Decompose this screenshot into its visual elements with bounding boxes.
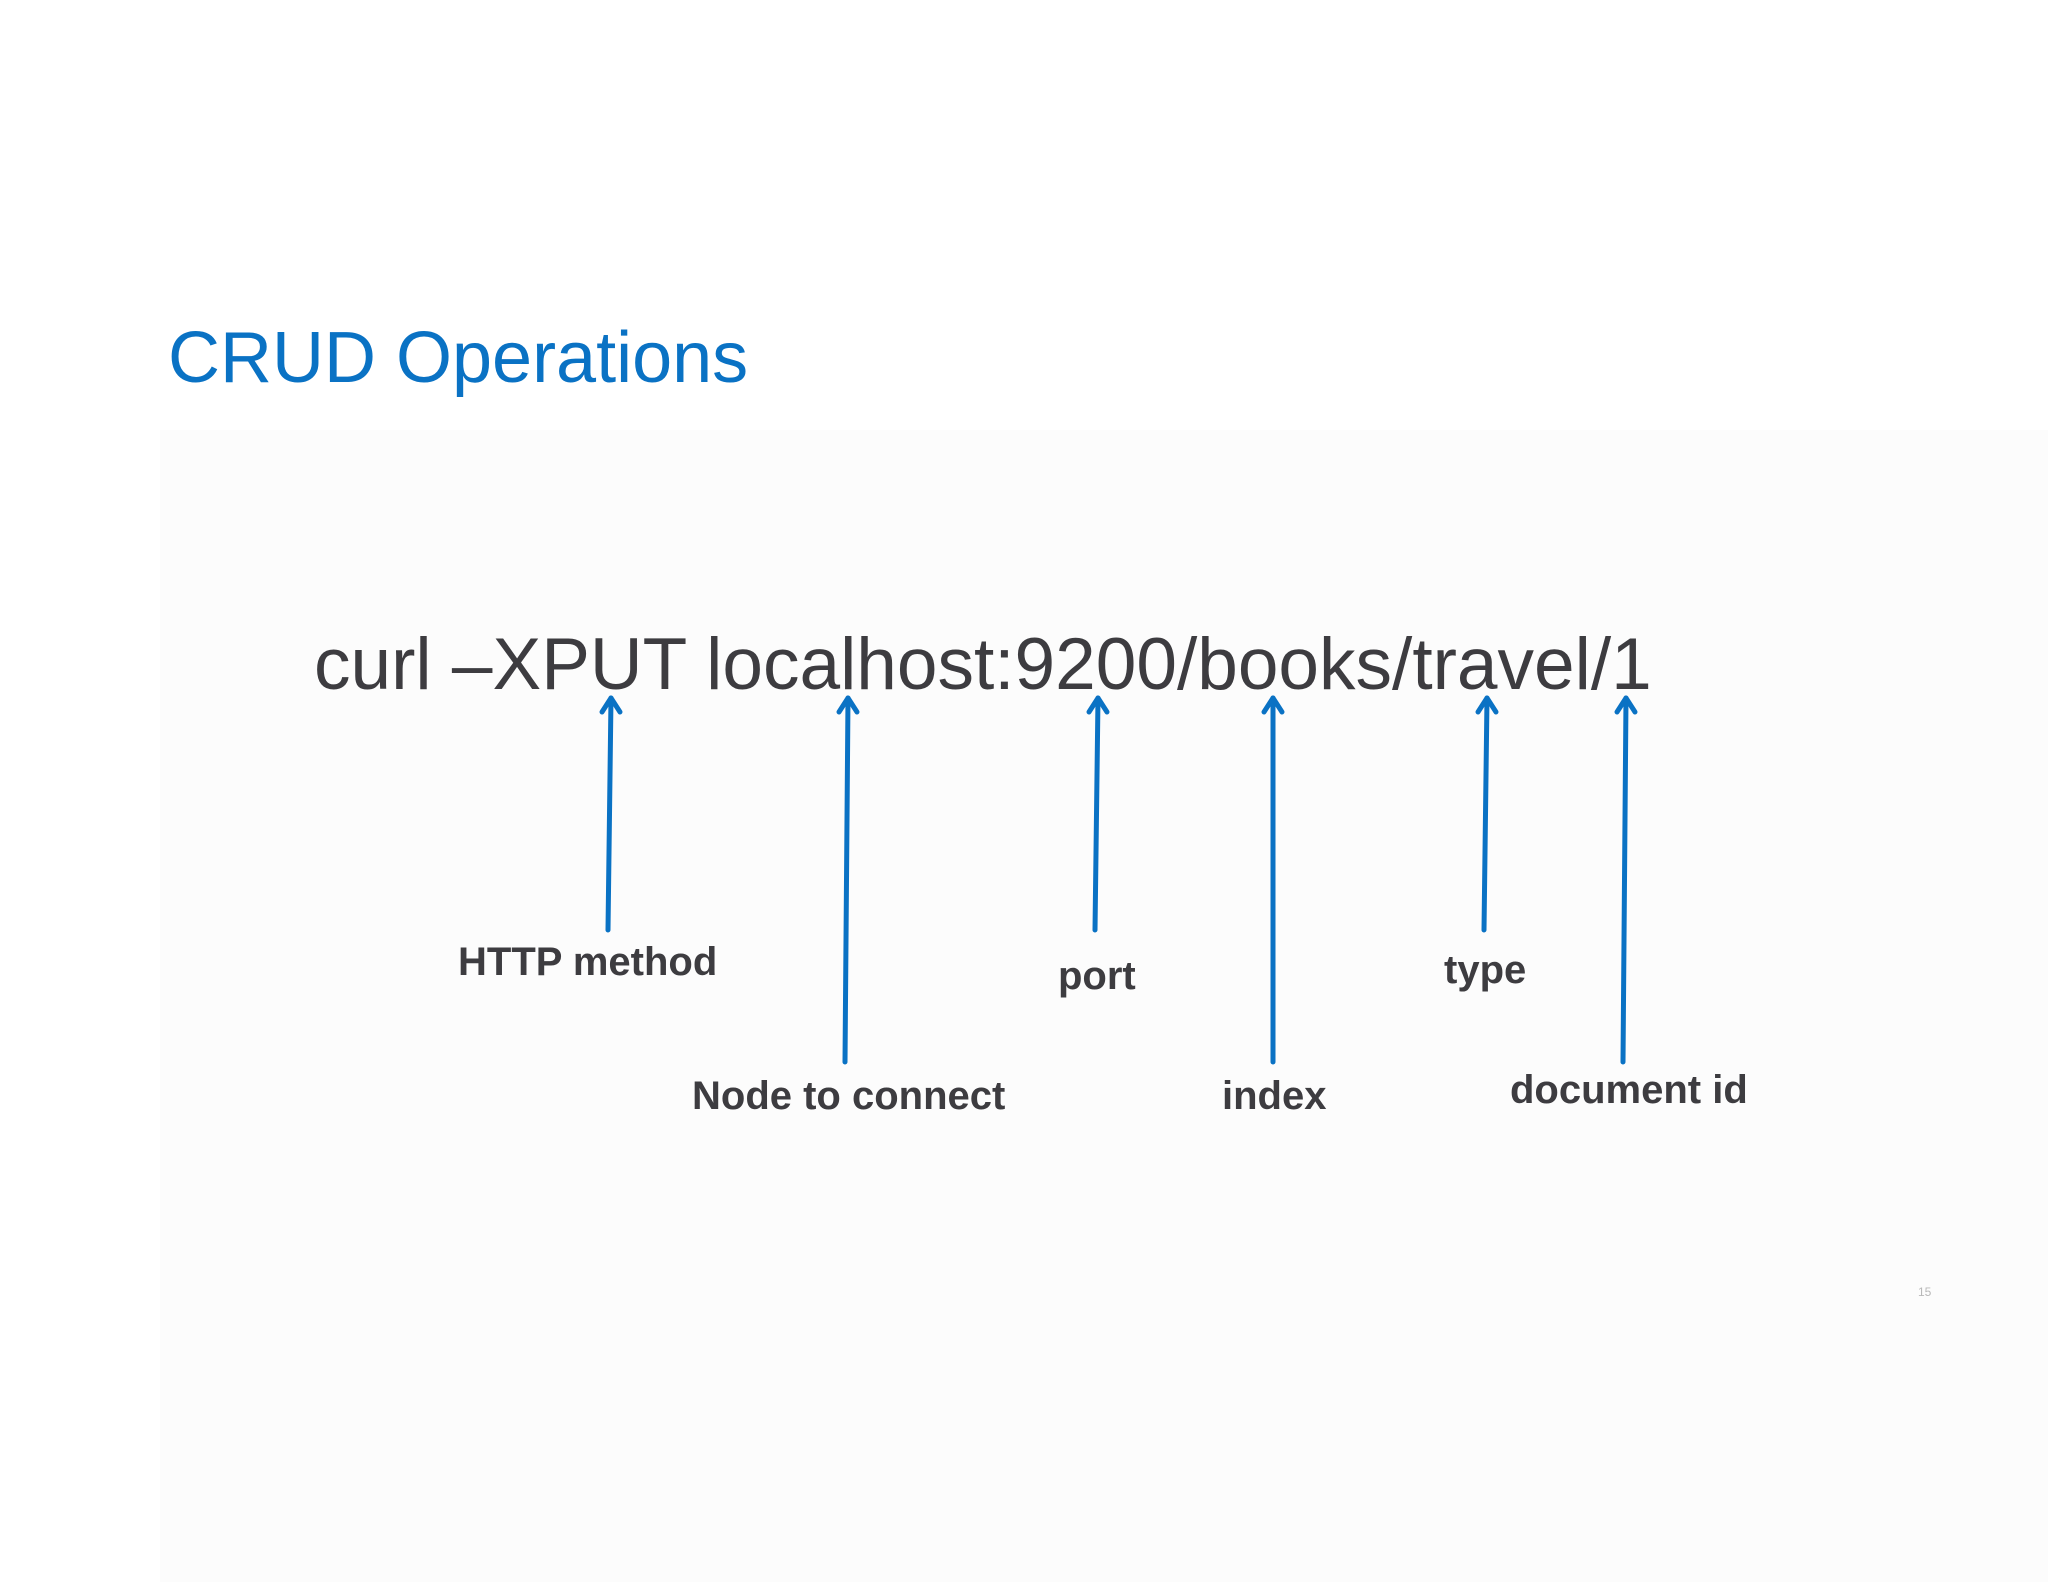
slide-title: CRUD Operations <box>168 318 749 398</box>
label-type: type <box>1444 948 1527 992</box>
label-document-id: document id <box>1510 1068 1748 1112</box>
arrow-document-id <box>1614 695 1638 1065</box>
arrow-type <box>1475 695 1499 933</box>
label-node-to-connect: Node to connect <box>692 1074 1006 1118</box>
arrow-port <box>1086 695 1110 933</box>
arrow-node-to-connect <box>836 695 860 1065</box>
arrow-http-method <box>599 695 623 933</box>
label-http-method: HTTP method <box>458 940 718 984</box>
label-index: index <box>1222 1074 1327 1118</box>
arrow-index <box>1261 695 1285 1065</box>
page-number: 15 <box>1918 1285 1932 1299</box>
label-port: port <box>1058 954 1136 998</box>
slide-background <box>160 430 2048 1582</box>
curl-command: curl –XPUT localhost:9200/books/travel/1 <box>314 624 1652 705</box>
